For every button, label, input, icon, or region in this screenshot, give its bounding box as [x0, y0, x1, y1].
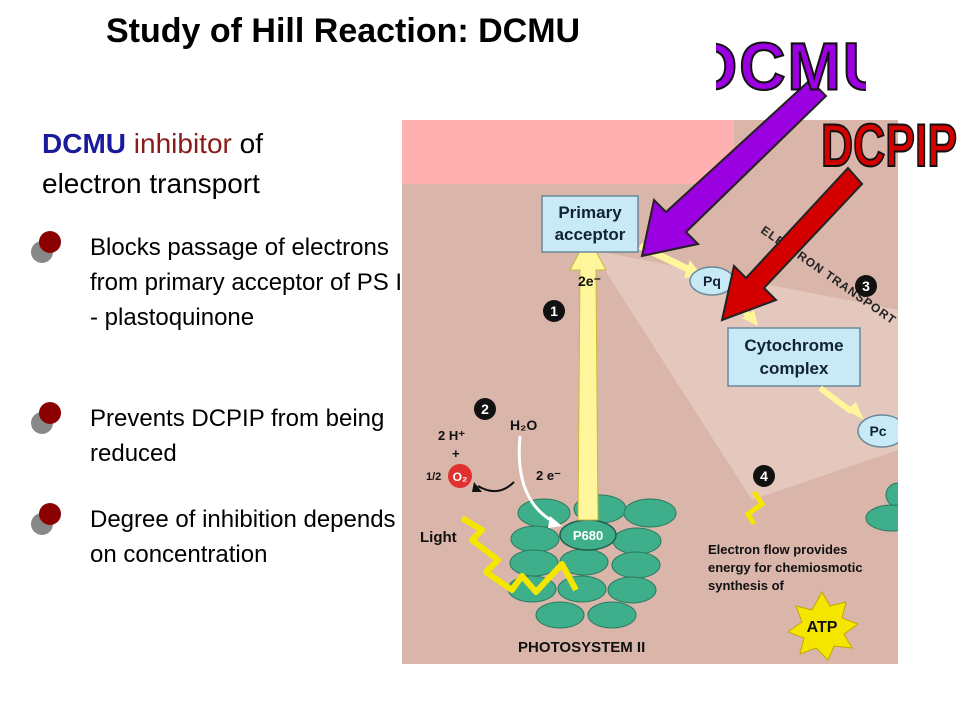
water-electron-path — [517, 435, 555, 524]
bullet-dot-icon — [31, 503, 61, 535]
step-1-label: 1 — [550, 303, 558, 319]
step-4-zigzag — [744, 490, 766, 526]
atp-caption-2: energy for chemiosmotic — [708, 560, 863, 575]
primary-acceptor-label-1: Primary — [558, 203, 622, 222]
dcpip-arrow — [720, 166, 864, 322]
chlorophyll-cluster — [507, 482, 898, 629]
bullet-dot-icon — [31, 231, 61, 263]
subheading-rest-2: electron transport — [42, 168, 260, 199]
cytochrome-label-1: Cytochrome — [744, 336, 843, 355]
pc-carrier — [857, 414, 898, 448]
dcpip-wordart: DCPIP — [820, 111, 958, 180]
pq-label: Pq — [703, 273, 721, 289]
step-2-label: 2 — [481, 401, 489, 417]
dcmu-wordart: DCMU — [716, 28, 866, 100]
atp-caption-3: synthesis of — [708, 578, 785, 593]
cyto-to-pc-arrow — [818, 385, 854, 415]
pc-label: Pc — [869, 423, 886, 439]
bullet-dot-icon — [31, 402, 61, 434]
atp-label: ATP — [807, 619, 838, 636]
slide-title: Study of Hill Reaction: DCMU — [106, 12, 581, 50]
bullet-text: Degree of inhibition depends on concentr… — [90, 506, 396, 568]
dcmu-wordart-text: DCMU — [716, 29, 866, 100]
cytochrome-label-2: complex — [760, 359, 830, 378]
light-zigzag — [460, 515, 579, 595]
two-electrons-mid-label: 2 e⁻ — [536, 468, 561, 483]
primary-acceptor-box — [541, 195, 639, 253]
excitation-arrow — [569, 234, 607, 521]
dcpip-wordart-text: DCPIP — [821, 112, 957, 179]
bullet-text: Prevents DCPIP from being reduced — [90, 405, 385, 467]
step-4-label: 4 — [760, 468, 768, 484]
subheading-role: inhibitor — [133, 128, 232, 159]
cytochrome-complex-box — [727, 327, 861, 387]
plus-label: + — [452, 446, 460, 461]
step-markers: 1 2 3 4 — [474, 275, 877, 487]
dcmu-arrow — [640, 78, 828, 258]
p680-label: P680 — [573, 528, 603, 543]
primary-acceptor-label-2: acceptor — [555, 225, 626, 244]
protons-label: 2 H⁺ — [438, 428, 465, 443]
water-electron-head — [548, 516, 562, 528]
light-label: Light — [420, 529, 457, 546]
dcpip-arrow-shape — [720, 166, 864, 322]
pq-to-cyto-head — [742, 310, 758, 326]
subheading-term: DCMU — [42, 128, 126, 159]
subheading-rest: of — [239, 128, 263, 159]
oxygen-label: O₂ — [453, 470, 468, 484]
atp-caption-1: Electron flow provides — [708, 542, 847, 557]
step-3-label: 3 — [862, 278, 870, 294]
oxygen-release-head — [472, 482, 482, 492]
atp-starburst — [786, 590, 860, 661]
water-label: H₂O — [510, 417, 537, 433]
half-label: 1/2 — [426, 471, 441, 483]
subheading: DCMU inhibitor of electron transport — [42, 124, 372, 204]
cyto-to-pc-head — [846, 402, 864, 420]
dcmu-arrow-shape — [640, 78, 828, 258]
two-electrons-top-label: 2e⁻ — [578, 273, 601, 289]
photosystem-label: PHOTOSYSTEM II — [518, 639, 645, 656]
pink-cover-box — [402, 120, 734, 184]
oxygen-release-arrow — [477, 481, 515, 493]
bullet-text: Blocks passage of electrons from primary… — [90, 234, 409, 331]
oxygen-molecule — [448, 464, 472, 488]
